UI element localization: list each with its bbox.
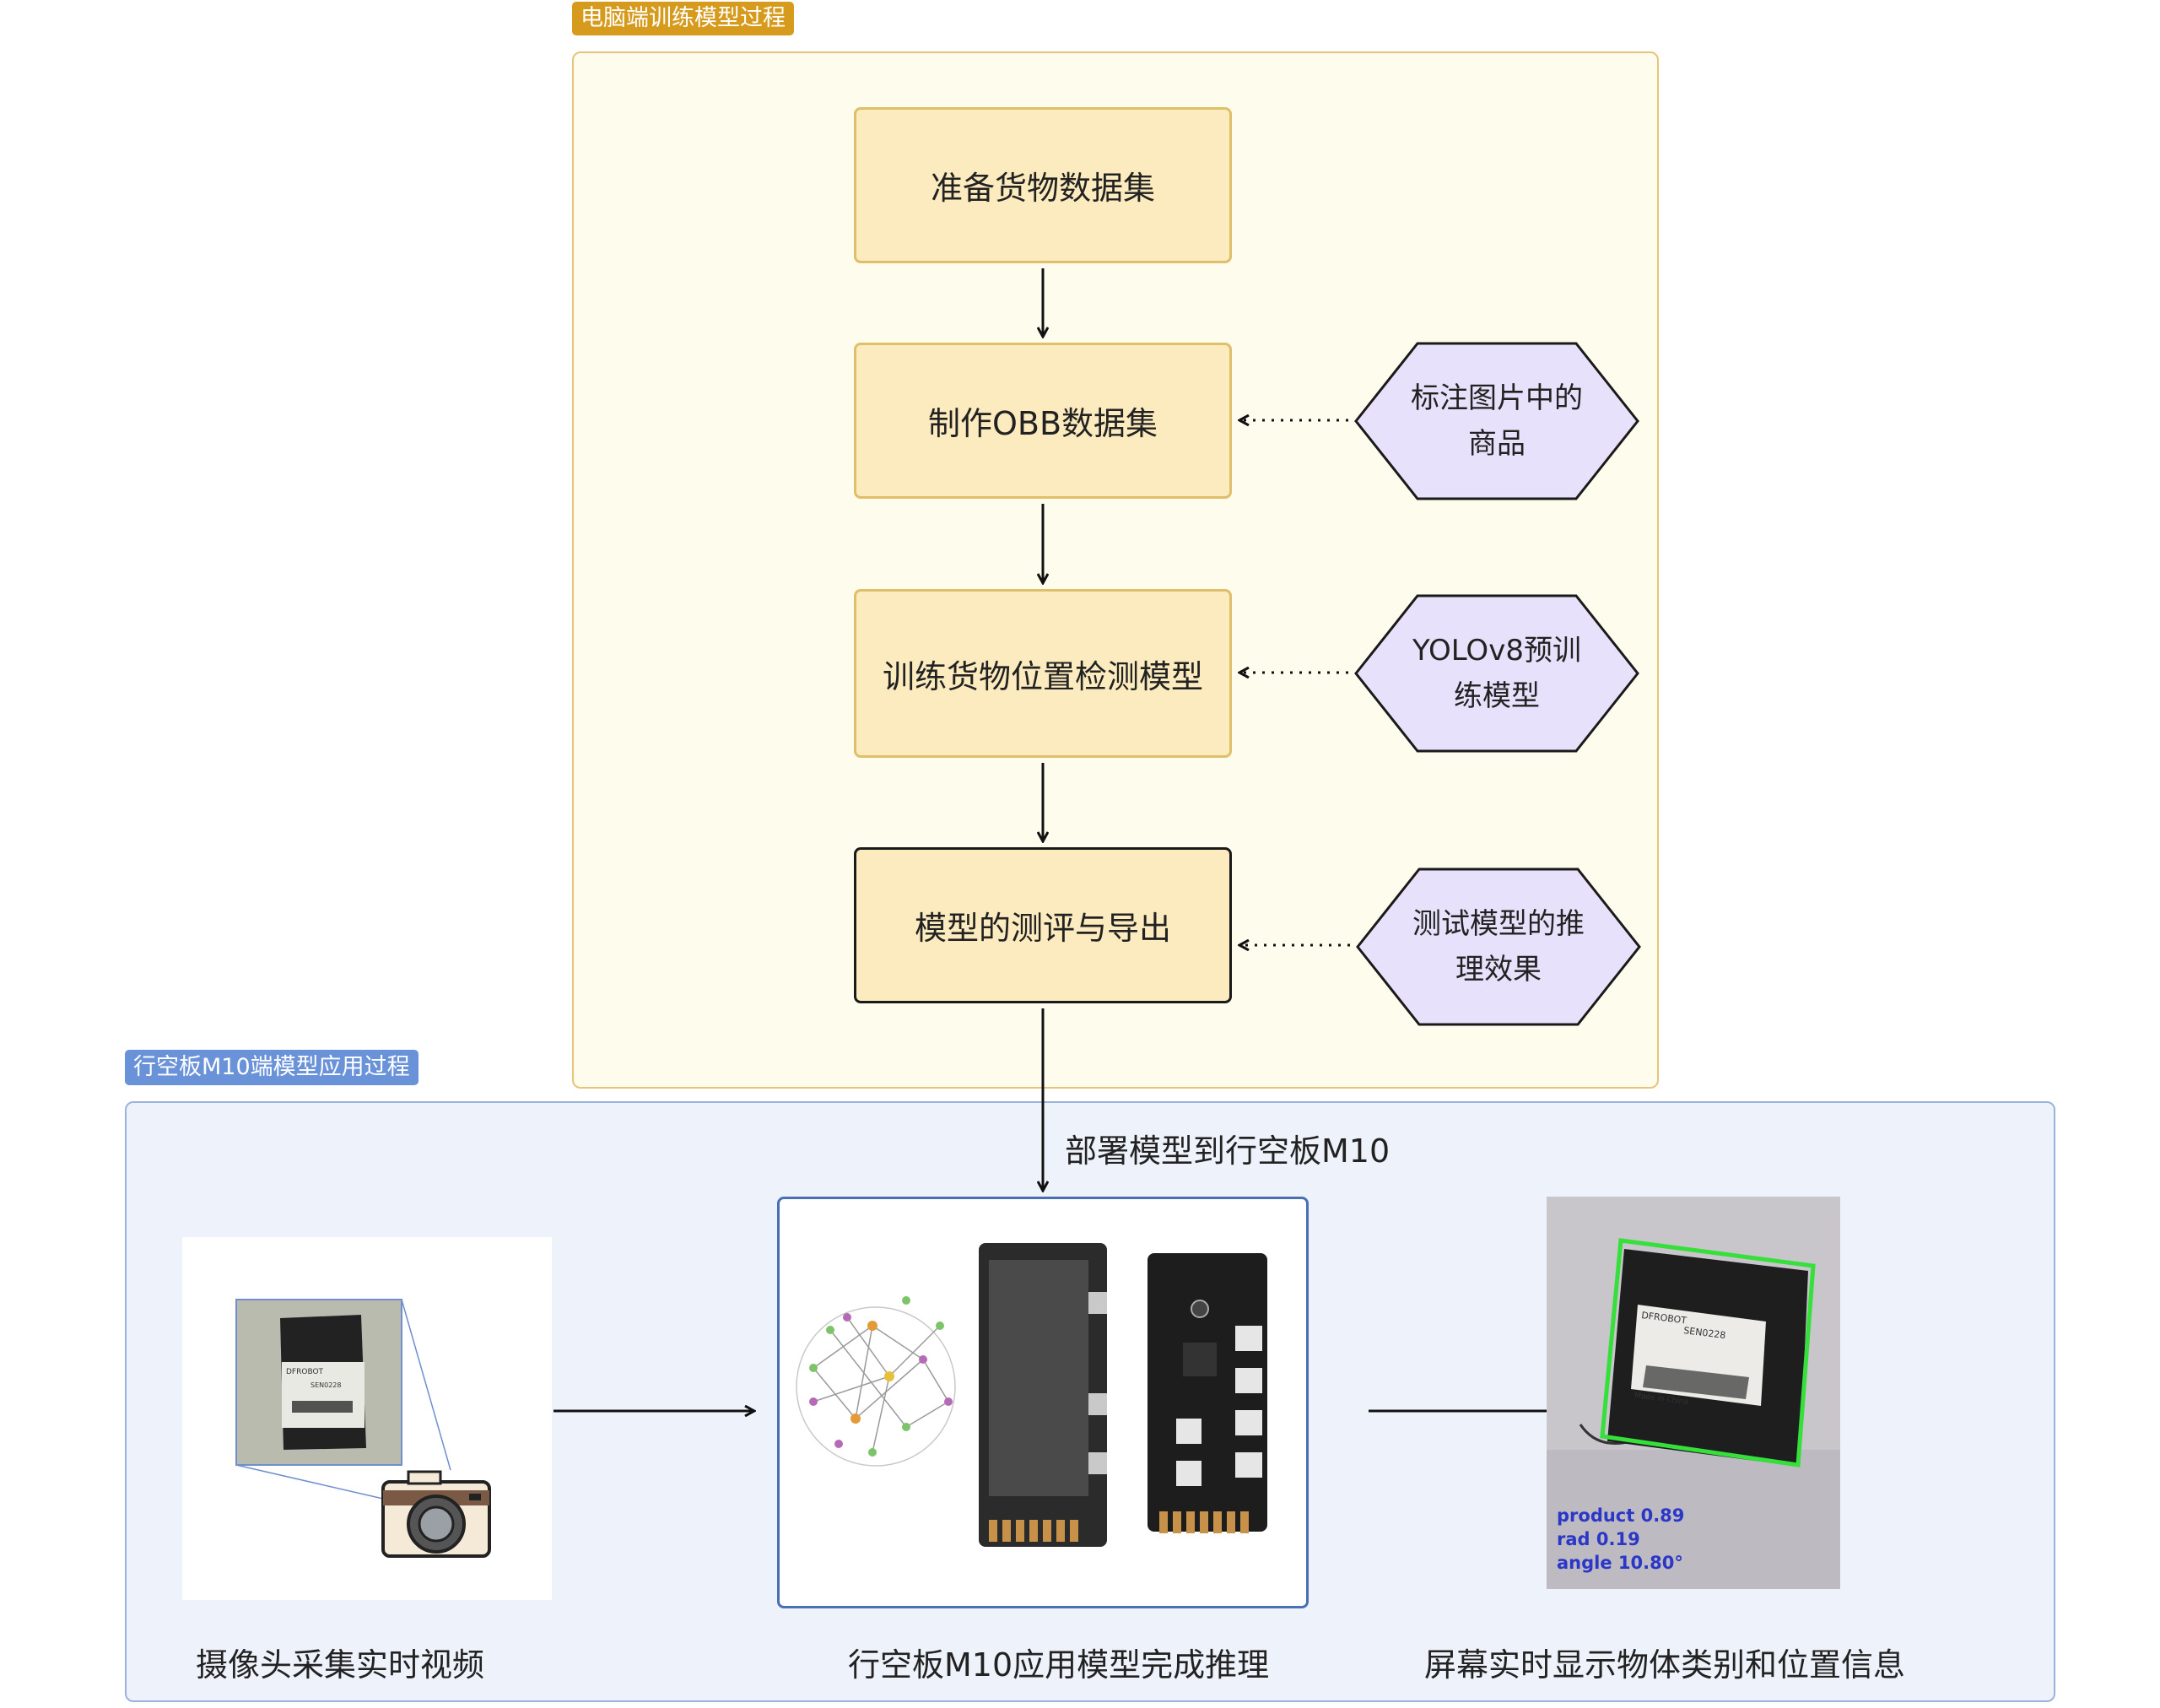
- hexagon-shape: [1354, 342, 1639, 500]
- hex-text-line: 标注图片中的: [1411, 381, 1583, 415]
- photo-model: SEN0228: [310, 1381, 341, 1389]
- hex-text-line: 练模型: [1454, 679, 1540, 713]
- deploy-label: 部署模型到行空板M10: [1065, 1132, 1390, 1170]
- hex-text-line: 理效果: [1455, 953, 1542, 986]
- hex-text-line: 测试模型的推: [1412, 907, 1585, 941]
- hexagon-shape: [1354, 594, 1639, 753]
- board-screen-icon: [979, 1243, 1107, 1547]
- caption-board-inference: 行空板M10应用模型完成推理: [848, 1646, 1270, 1684]
- input-test-inference: 测试模型的推理效果: [1355, 867, 1642, 1027]
- photo-brand: DFROBOT: [286, 1368, 324, 1376]
- caption-screen-display: 屏幕实时显示物体类别和位置信息: [1424, 1646, 1906, 1684]
- detection-angle-label: angle 10.80°: [1557, 1553, 1683, 1573]
- board-back-icon: [1148, 1253, 1267, 1533]
- input-annotate-products: 标注图片中的商品: [1353, 341, 1640, 501]
- network-nodes: [809, 1296, 953, 1457]
- hex-text-line: 商品: [1468, 427, 1526, 461]
- detection-result-image: DFROBOT SEN0228 Made in China product 0.…: [1547, 1197, 1840, 1589]
- camera-icon: [381, 1470, 491, 1558]
- detection-rad-label: rad 0.19: [1557, 1529, 1640, 1549]
- detection-class-label: product 0.89: [1557, 1505, 1685, 1526]
- training-group-tag: 电脑端训练模型过程: [572, 2, 794, 35]
- neural-network-icon: [796, 1306, 956, 1467]
- step-evaluate-export: 模型的测评与导出: [854, 847, 1232, 1003]
- detection-box: [1600, 1238, 1816, 1467]
- hex-text-line: YOLOv8预训: [1412, 634, 1581, 668]
- input-yolov8-pretrained: YOLOv8预训练模型: [1353, 593, 1640, 754]
- caption-camera-capture: 摄像头采集实时视频: [196, 1646, 485, 1684]
- step-make-obb-dataset: 制作OBB数据集: [854, 343, 1232, 499]
- step-prepare-dataset: 准备货物数据集: [854, 107, 1232, 263]
- hexagon-shape: [1356, 868, 1641, 1026]
- result-photo-model: SEN0228: [1683, 1325, 1726, 1341]
- deployment-group-tag: 行空板M10端模型应用过程: [125, 1050, 418, 1085]
- unihiker-board-image: [777, 1197, 1309, 1608]
- camera-capture-image: DFROBOT SEN0228: [182, 1237, 552, 1600]
- step-train-model: 训练货物位置检测模型: [854, 589, 1232, 758]
